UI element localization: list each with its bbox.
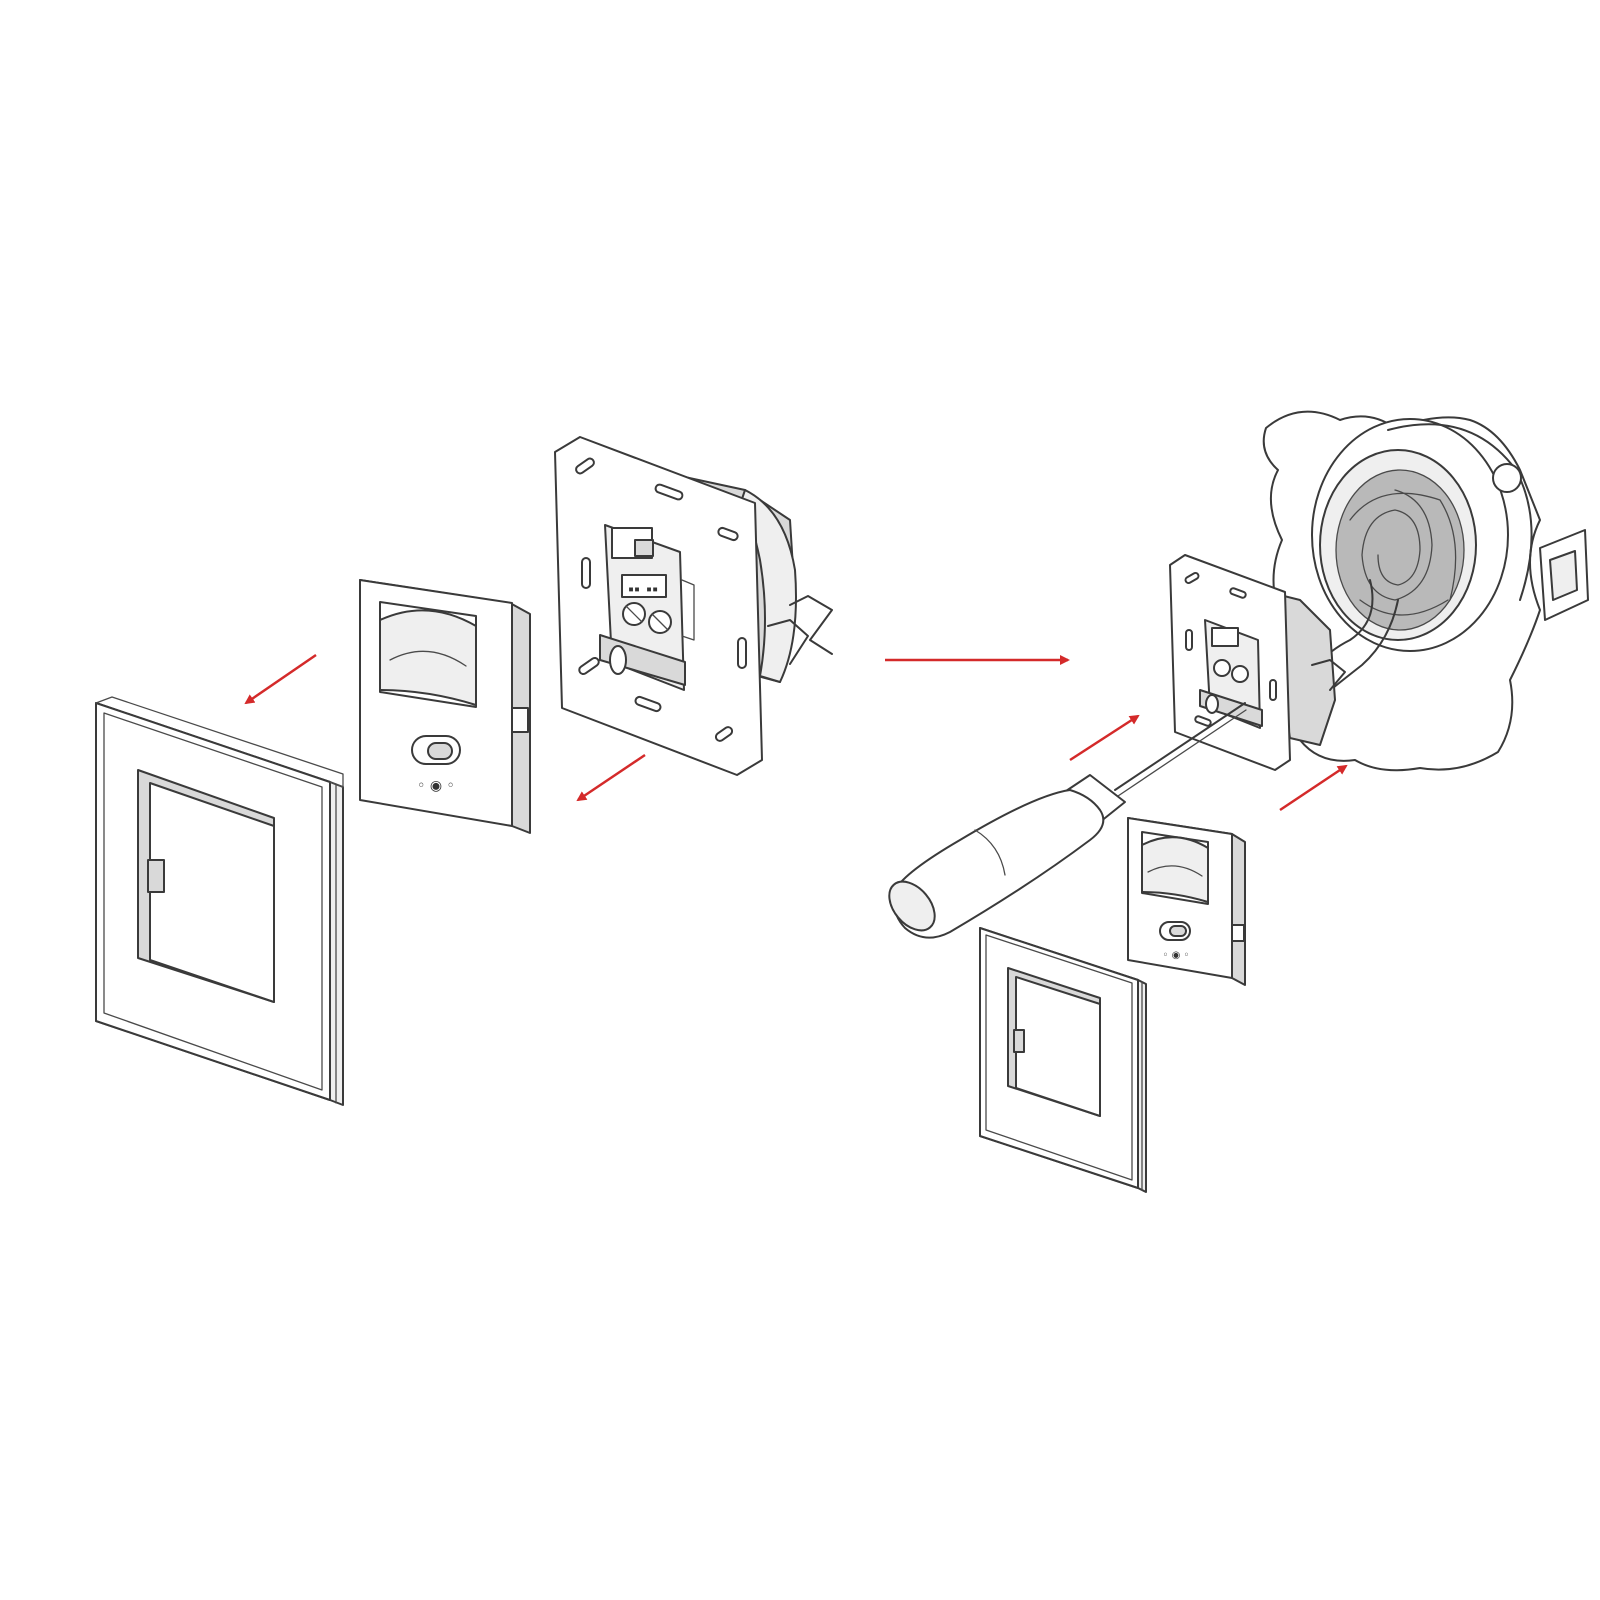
left-sensor-cover: ◦ ◉ ◦ [359,579,531,834]
screwdriver [888,702,1247,939]
left-frame [95,696,344,1106]
arrow-remove-frame [244,653,317,705]
right-sensor-symbol: ◦ ◉ ◦ [1163,950,1190,961]
left-sensor-symbol: ◦ ◉ ◦ [417,778,455,794]
left-switch-insert: ▪▪ ▪▪ [554,436,833,776]
arrow-into-wallbox [1279,764,1348,812]
right-frame [979,927,1147,1193]
arrow-insert-switch [1069,714,1140,762]
arrow-group [244,653,1348,812]
right-switch-insert [1169,554,1399,771]
svg-text:▪▪ ▪▪: ▪▪ ▪▪ [628,584,658,595]
arrow-remove-cover [576,753,646,802]
right-sensor-cover: ◦ ◉ ◦ [1127,817,1246,986]
